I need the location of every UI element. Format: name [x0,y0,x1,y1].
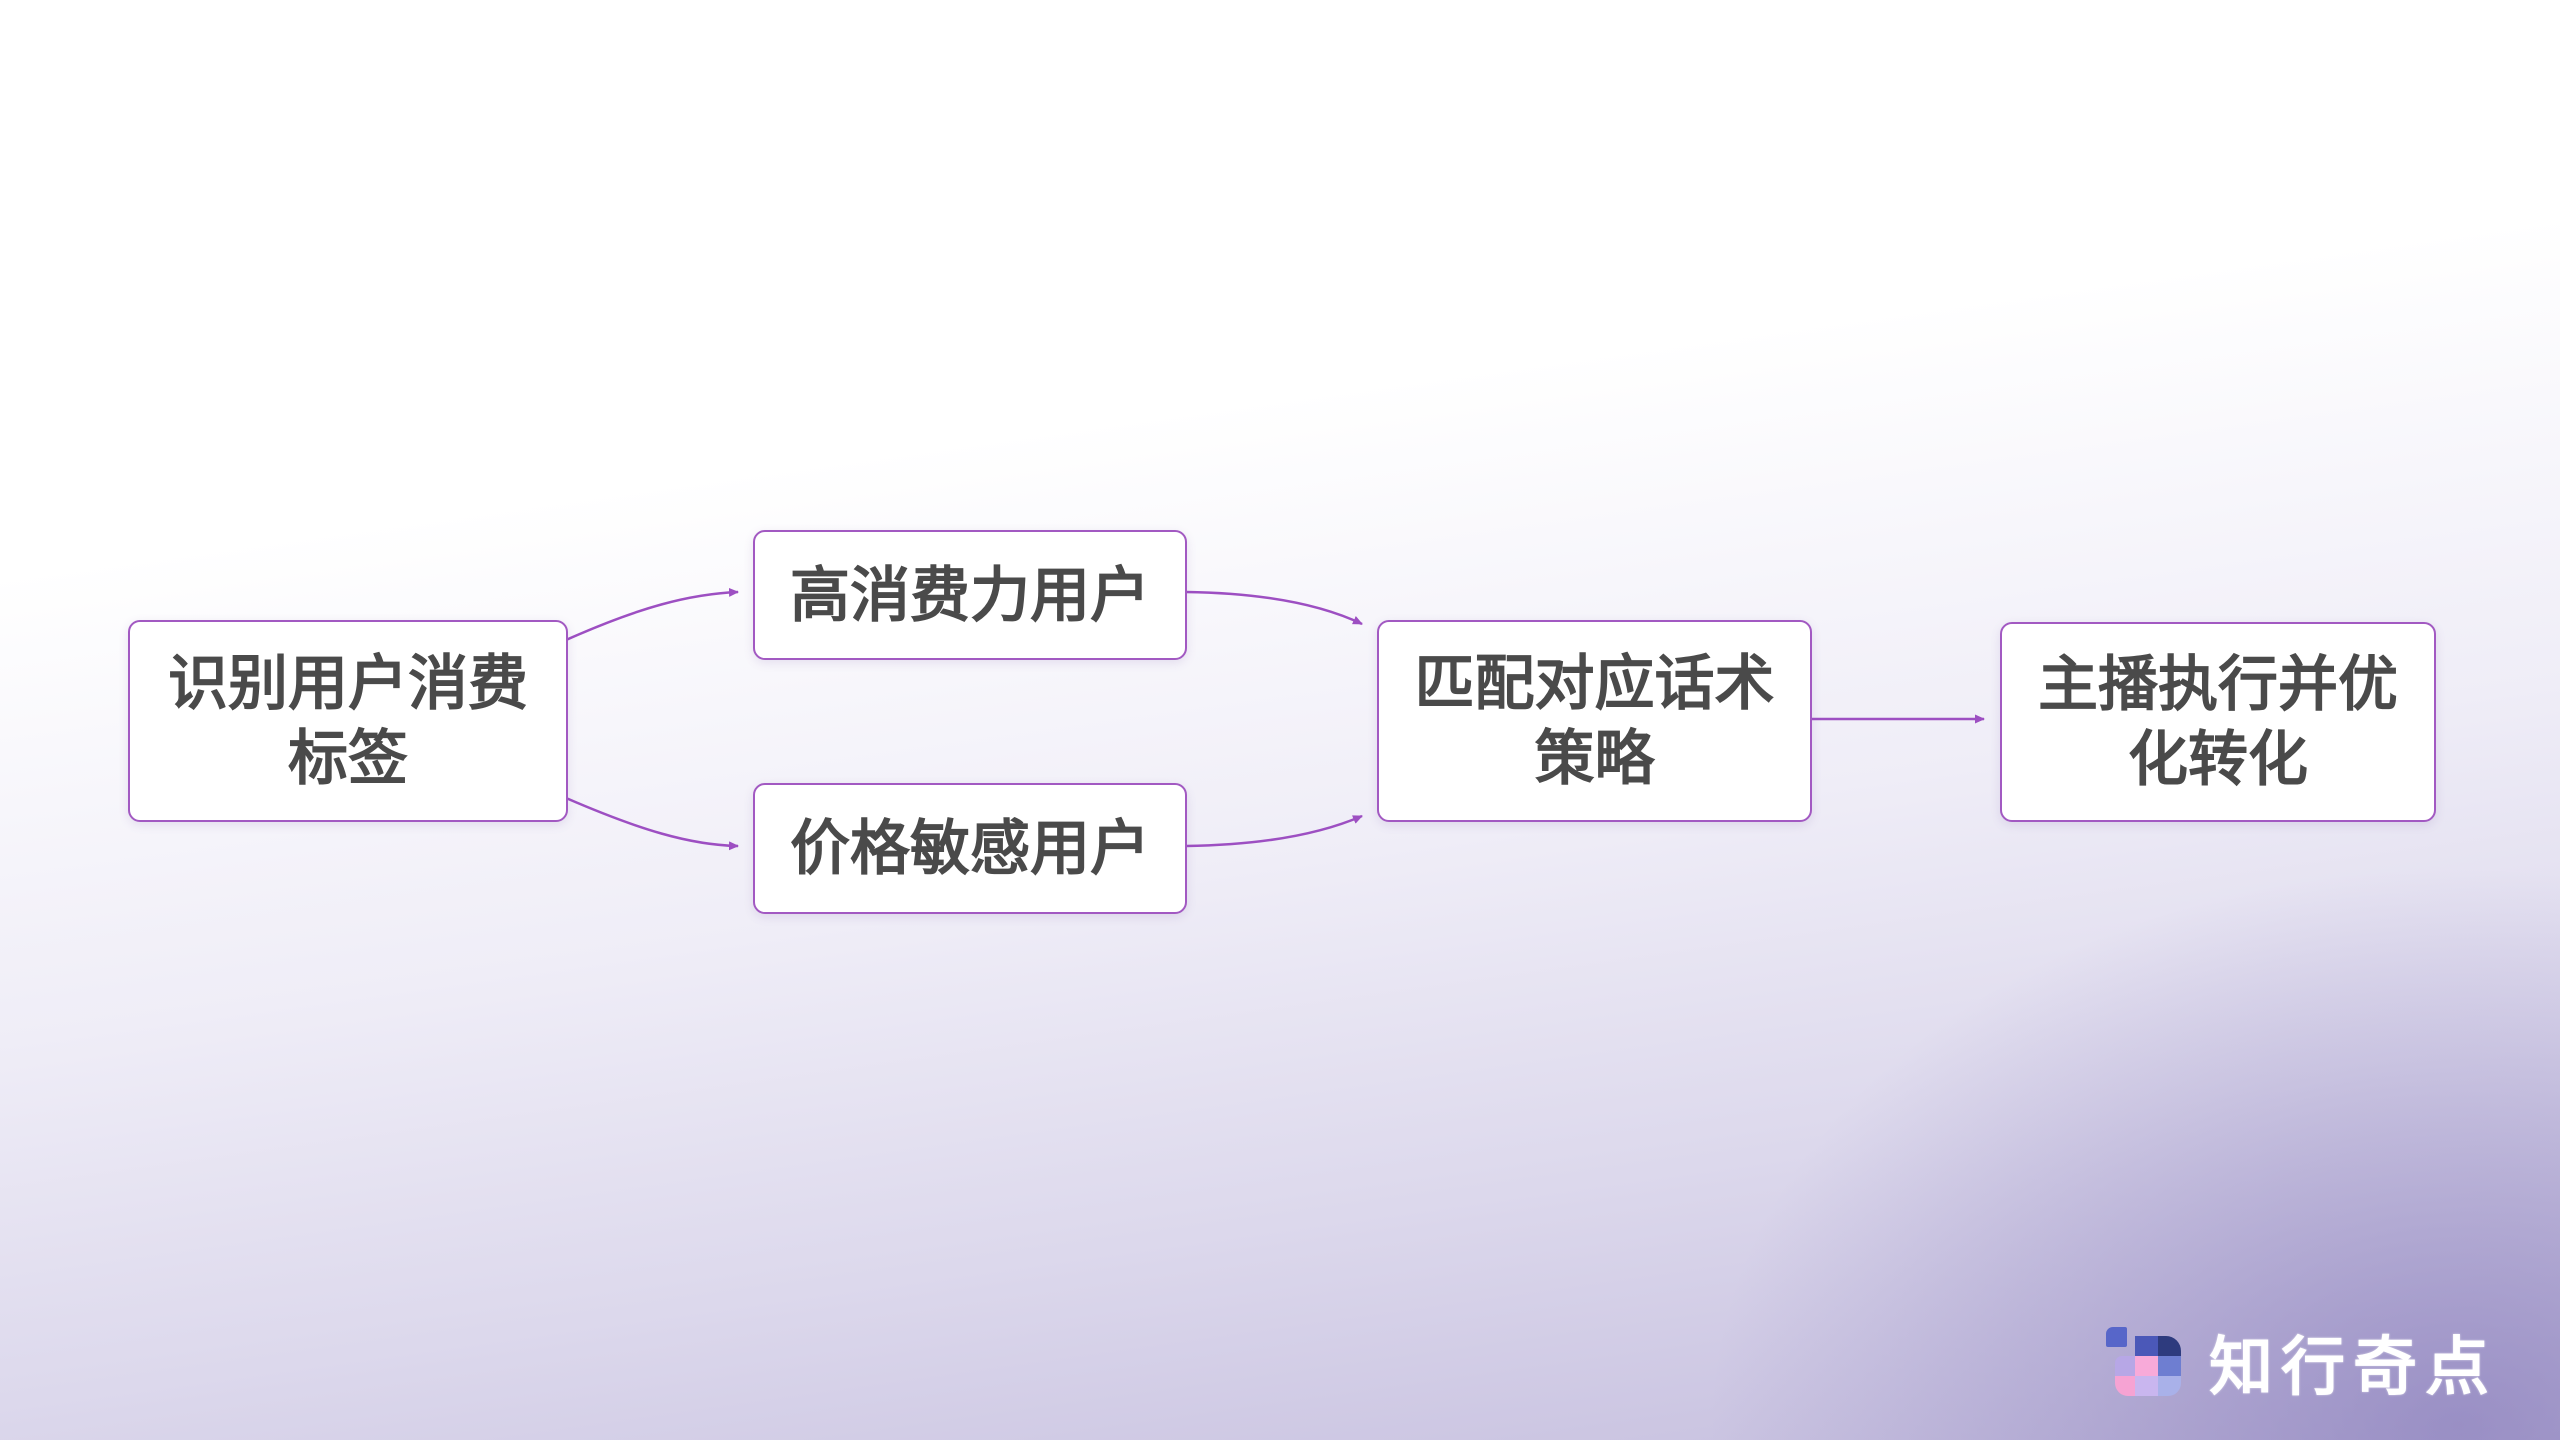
brand-logo: 知行奇点 [2106,1316,2497,1408]
node-label-line: 标签 [288,725,408,792]
node-match-script-strategy: 匹配对应话术 策略 [1377,620,1812,822]
node-identify-user-tags: 识别用户消费 标签 [128,620,568,822]
node-high-spending-users: 高消费力用户 [753,530,1187,660]
arrow-identify-to-price-sensitive [565,796,739,851]
node-label-line: 化转化 [2128,726,2308,793]
arrow-price-sensitive-to-match [1185,814,1363,848]
node-label-line: 主播执行并优 [2038,651,2398,718]
logo-icon-mini-square [2106,1327,2127,1347]
node-label-line: 识别用户消费 [168,650,528,717]
brand-logo-icon [2106,1326,2181,1398]
arrow-identify-to-high-spender [565,587,739,642]
node-label-line: 策略 [1534,725,1655,792]
node-label-line: 匹配对应话术 [1414,650,1775,717]
arrow-high-spender-to-match [1185,590,1363,626]
node-price-sensitive-users: 价格敏感用户 [753,783,1187,914]
logo-icon-grid [2115,1336,2181,1396]
node-label-line: 价格敏感用户 [790,815,1150,882]
node-host-execute-optimize: 主播执行并优 化转化 [2000,622,2436,822]
node-label-line: 高消费力用户 [790,561,1150,629]
brand-logo-text: 知行奇点 [2209,1331,2497,1403]
